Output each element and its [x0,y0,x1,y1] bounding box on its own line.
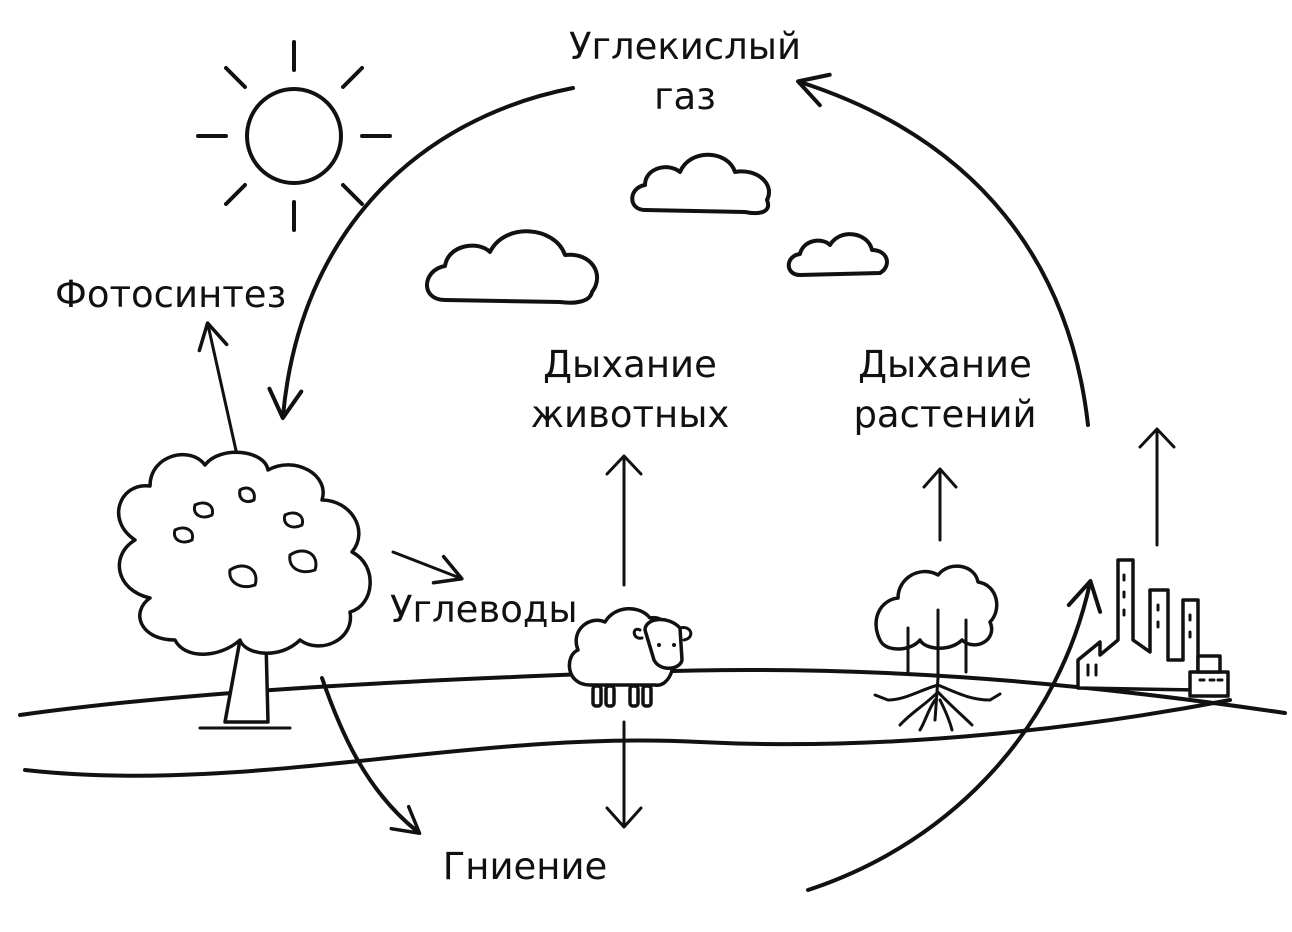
emissions-to-co2-arrow [796,72,1090,427]
plant-respiration-line1: Дыхание [858,343,1032,386]
tree-to-decay-arrow [320,676,422,835]
co2-label-line2: газ [654,75,716,118]
co2-label-line1: Углекислый [568,25,802,68]
decay-label: Гниение [442,845,608,888]
plants-with-roots-icon [873,564,1002,732]
sheep-icon [567,607,693,708]
plant-respiration-line2: растений [853,393,1037,436]
cloud-icon [786,232,889,277]
factory-city-icon [1076,558,1230,698]
sun-icon [196,40,392,232]
plant-respiration-arrow [922,467,958,542]
tree-icon [116,450,372,730]
animal-respiration-label: Дыхание животных [510,340,750,440]
decay-to-emissions-arrow [806,579,1103,892]
carbohydrates-label: Углеводы [390,588,578,631]
tree-to-carbohydrates-arrow [391,550,464,585]
cloud-icon [630,152,771,216]
co2-to-photosynthesis-arrow [267,86,575,420]
animal-respiration-line1: Дыхание [543,343,717,386]
photosynthesis-label: Фотосинтез [55,273,287,316]
co2-label: Углекислый газ [550,22,820,122]
factory-emission-arrow [1138,427,1176,547]
animal-respiration-arrows [605,454,643,829]
tree-to-photosynthesis-arrow [197,321,239,457]
animal-respiration-line2: животных [530,393,730,436]
plant-respiration-label: Дыхание растений [835,340,1055,440]
cloud-icon [425,229,599,305]
